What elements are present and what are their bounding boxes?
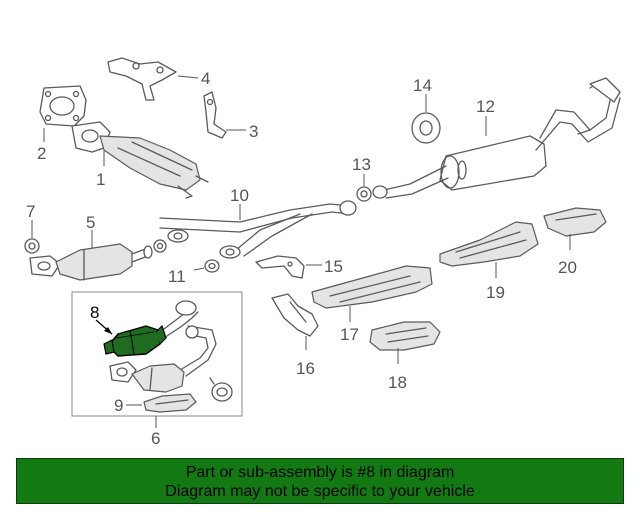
callout-10: 10 [230, 186, 249, 205]
part-5-front-converter [29, 243, 153, 281]
callout-2: 2 [37, 144, 46, 163]
part-13-gasket [356, 186, 372, 202]
callout-15: 15 [324, 257, 343, 276]
callout-14: 14 [413, 76, 432, 95]
part-17-heat-shield [311, 265, 433, 309]
callout-13: 13 [352, 155, 371, 174]
callout-11: 11 [168, 267, 186, 286]
part-4-bracket [107, 57, 177, 101]
pipe-to-muffler [372, 165, 449, 199]
part-12-muffler-tailpipe [439, 77, 621, 191]
part-8-catalytic-converter [103, 324, 167, 357]
part-6-sub-assembly [109, 300, 233, 413]
part-2-gasket [39, 85, 87, 127]
callout-5: 5 [86, 213, 95, 232]
part-11-gasket [204, 259, 220, 273]
part-10-center-pipe [159, 200, 357, 259]
gasket-near-5 [153, 239, 167, 253]
callout-9: 9 [114, 396, 123, 415]
callout-7: 7 [26, 202, 35, 221]
callout-8: 8 [90, 303, 99, 322]
callout-3: 3 [249, 122, 258, 141]
callout-19: 19 [486, 283, 505, 302]
banner-line-1: Part or sub-assembly is #8 in diagram [185, 464, 455, 481]
part-16-bracket [271, 293, 319, 337]
info-banner: Part or sub-assembly is #8 in diagram Di… [16, 458, 624, 504]
callout-4: 4 [201, 69, 210, 88]
part-15-bracket [255, 255, 305, 279]
callout-1: 1 [96, 170, 105, 189]
callout-6: 6 [151, 429, 160, 448]
callout-12: 12 [476, 97, 495, 116]
part-7-gasket [24, 238, 40, 254]
callout-17: 17 [340, 325, 359, 344]
part-3-bracket [203, 91, 227, 139]
part-1-manifold-converter [71, 121, 209, 199]
callout-18: 18 [388, 373, 407, 392]
callout-20: 20 [558, 258, 577, 277]
part-20-heat-shield [543, 207, 607, 237]
part-19-heat-shield [439, 221, 539, 267]
part-14-hanger [411, 112, 441, 144]
part-18-heat-shield [369, 321, 441, 351]
banner-line-2: Diagram may not be specific to your vehi… [165, 483, 475, 500]
callout-16: 16 [296, 359, 315, 378]
